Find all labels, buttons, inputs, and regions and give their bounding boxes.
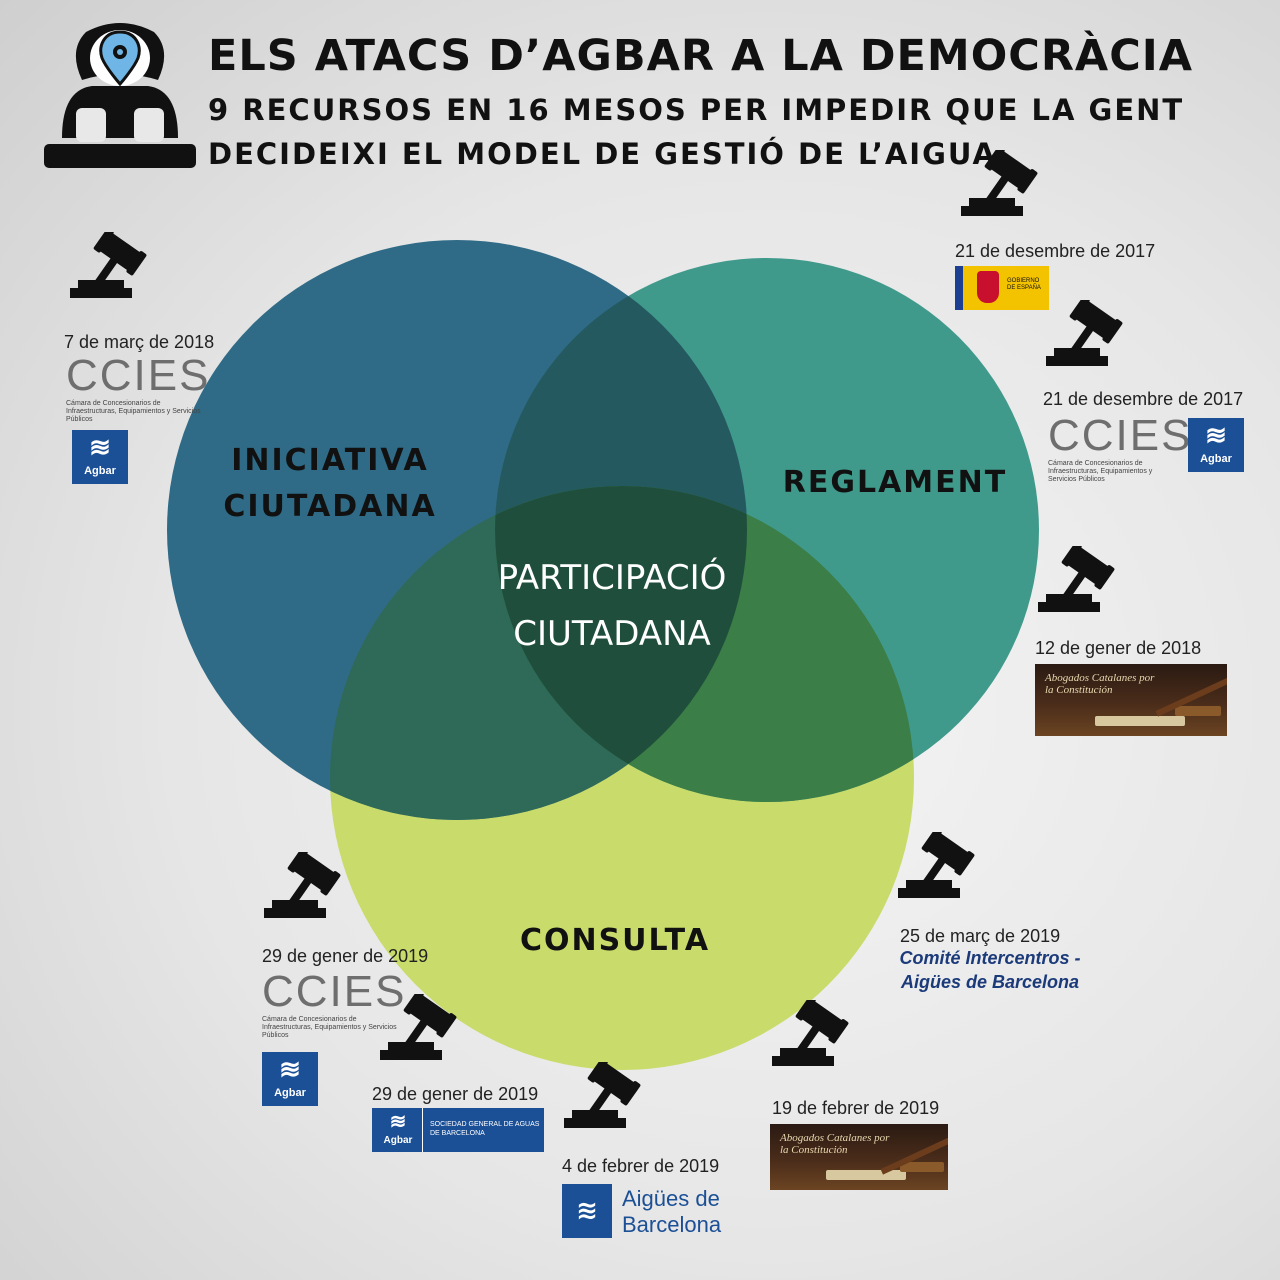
agbar-wave-icon: ≋ xyxy=(89,432,111,462)
ccies-logo: CCIES Cámara de Concesionarios de Infrae… xyxy=(1048,411,1193,484)
agbar-logo: ≋ Agbar xyxy=(262,1052,318,1106)
gavel-icon xyxy=(1038,546,1116,623)
appeal-date: 21 de desembre de 2017 xyxy=(955,241,1156,261)
label-iniciativa: INICIATIVA CIUTADANA xyxy=(223,443,437,524)
label-consulta: CONSULTA xyxy=(519,923,711,958)
gavel-icon xyxy=(898,832,976,909)
abogados-logo: Abogados Catalanes por la Constitución xyxy=(1035,664,1227,736)
appeal-date: 7 de març de 2018 xyxy=(64,332,215,352)
aigues-logo: Aigües de Barcelona xyxy=(622,1186,722,1237)
comite-intercentros-label: Comité Intercentros - Aigües de Barcelon… xyxy=(899,948,1081,992)
gavel-icon xyxy=(264,852,342,929)
gobierno-espana-logo: GOBIERNO DE ESPAÑA xyxy=(955,266,1049,310)
appeal-date: 29 de gener de 2019 xyxy=(262,946,429,966)
appeal-date: 21 de desembre de 2017 xyxy=(1043,389,1244,409)
gavel-icon xyxy=(1046,300,1124,377)
agbar-logo: ≋ Agbar xyxy=(1188,418,1244,472)
label-participacio: PARTICIPACIÓ CIUTADANA xyxy=(497,558,727,654)
gavel-icon xyxy=(772,1000,850,1077)
agbar-logo: ≋ Agbar xyxy=(72,430,128,484)
page-subtitle: 9 RECURSOS EN 16 MESOS PER IMPEDIR QUE L… xyxy=(208,88,1208,176)
gavel-icon xyxy=(70,232,148,309)
gavel-icon xyxy=(961,150,1039,227)
sgab-logo: ≋ Agbar SOCIEDAD GENERAL DE AGUAS DE BAR… xyxy=(372,1108,544,1152)
gavel-icon xyxy=(564,1062,642,1139)
appeal-date: 4 de febrer de 2019 xyxy=(562,1156,720,1176)
shield-icon xyxy=(977,271,999,303)
page-title: ELS ATACS D’AGBAR A LA DEMOCRÀCIA xyxy=(208,31,1194,81)
judge-icon xyxy=(42,20,198,172)
ccies-logo: CCIES Cámara de Concesionarios de Infrae… xyxy=(66,351,211,424)
abogados-logo: Abogados Catalanes por la Constitución xyxy=(770,1124,948,1190)
appeal-date: 19 de febrer de 2019 xyxy=(772,1098,940,1118)
appeal-date: 25 de març de 2019 xyxy=(900,926,1061,946)
gobierno-logo-text: GOBIERNO DE ESPAÑA xyxy=(1007,278,1041,291)
agbar-wave-icon: ≋ xyxy=(279,1054,301,1084)
agbar-wave-icon: ≋ xyxy=(389,1111,407,1133)
subtitle-line-1: 9 RECURSOS EN 16 MESOS PER IMPEDIR QUE L… xyxy=(208,93,1185,127)
label-reglament: REGLAMENT xyxy=(782,465,1008,500)
appeal-date: 29 de gener de 2019 xyxy=(372,1084,539,1104)
appeal-date: 12 de gener de 2018 xyxy=(1035,638,1202,658)
aigues-wave-icon: ≋ xyxy=(562,1184,612,1238)
ccies-logo: CCIES Cámara de Concesionarios de Infrae… xyxy=(262,967,407,1040)
subtitle-line-2: DECIDEIXI EL MODEL DE GESTIÓ DE L’AIGUA xyxy=(208,137,997,171)
agbar-wave-icon: ≋ xyxy=(1205,420,1227,450)
